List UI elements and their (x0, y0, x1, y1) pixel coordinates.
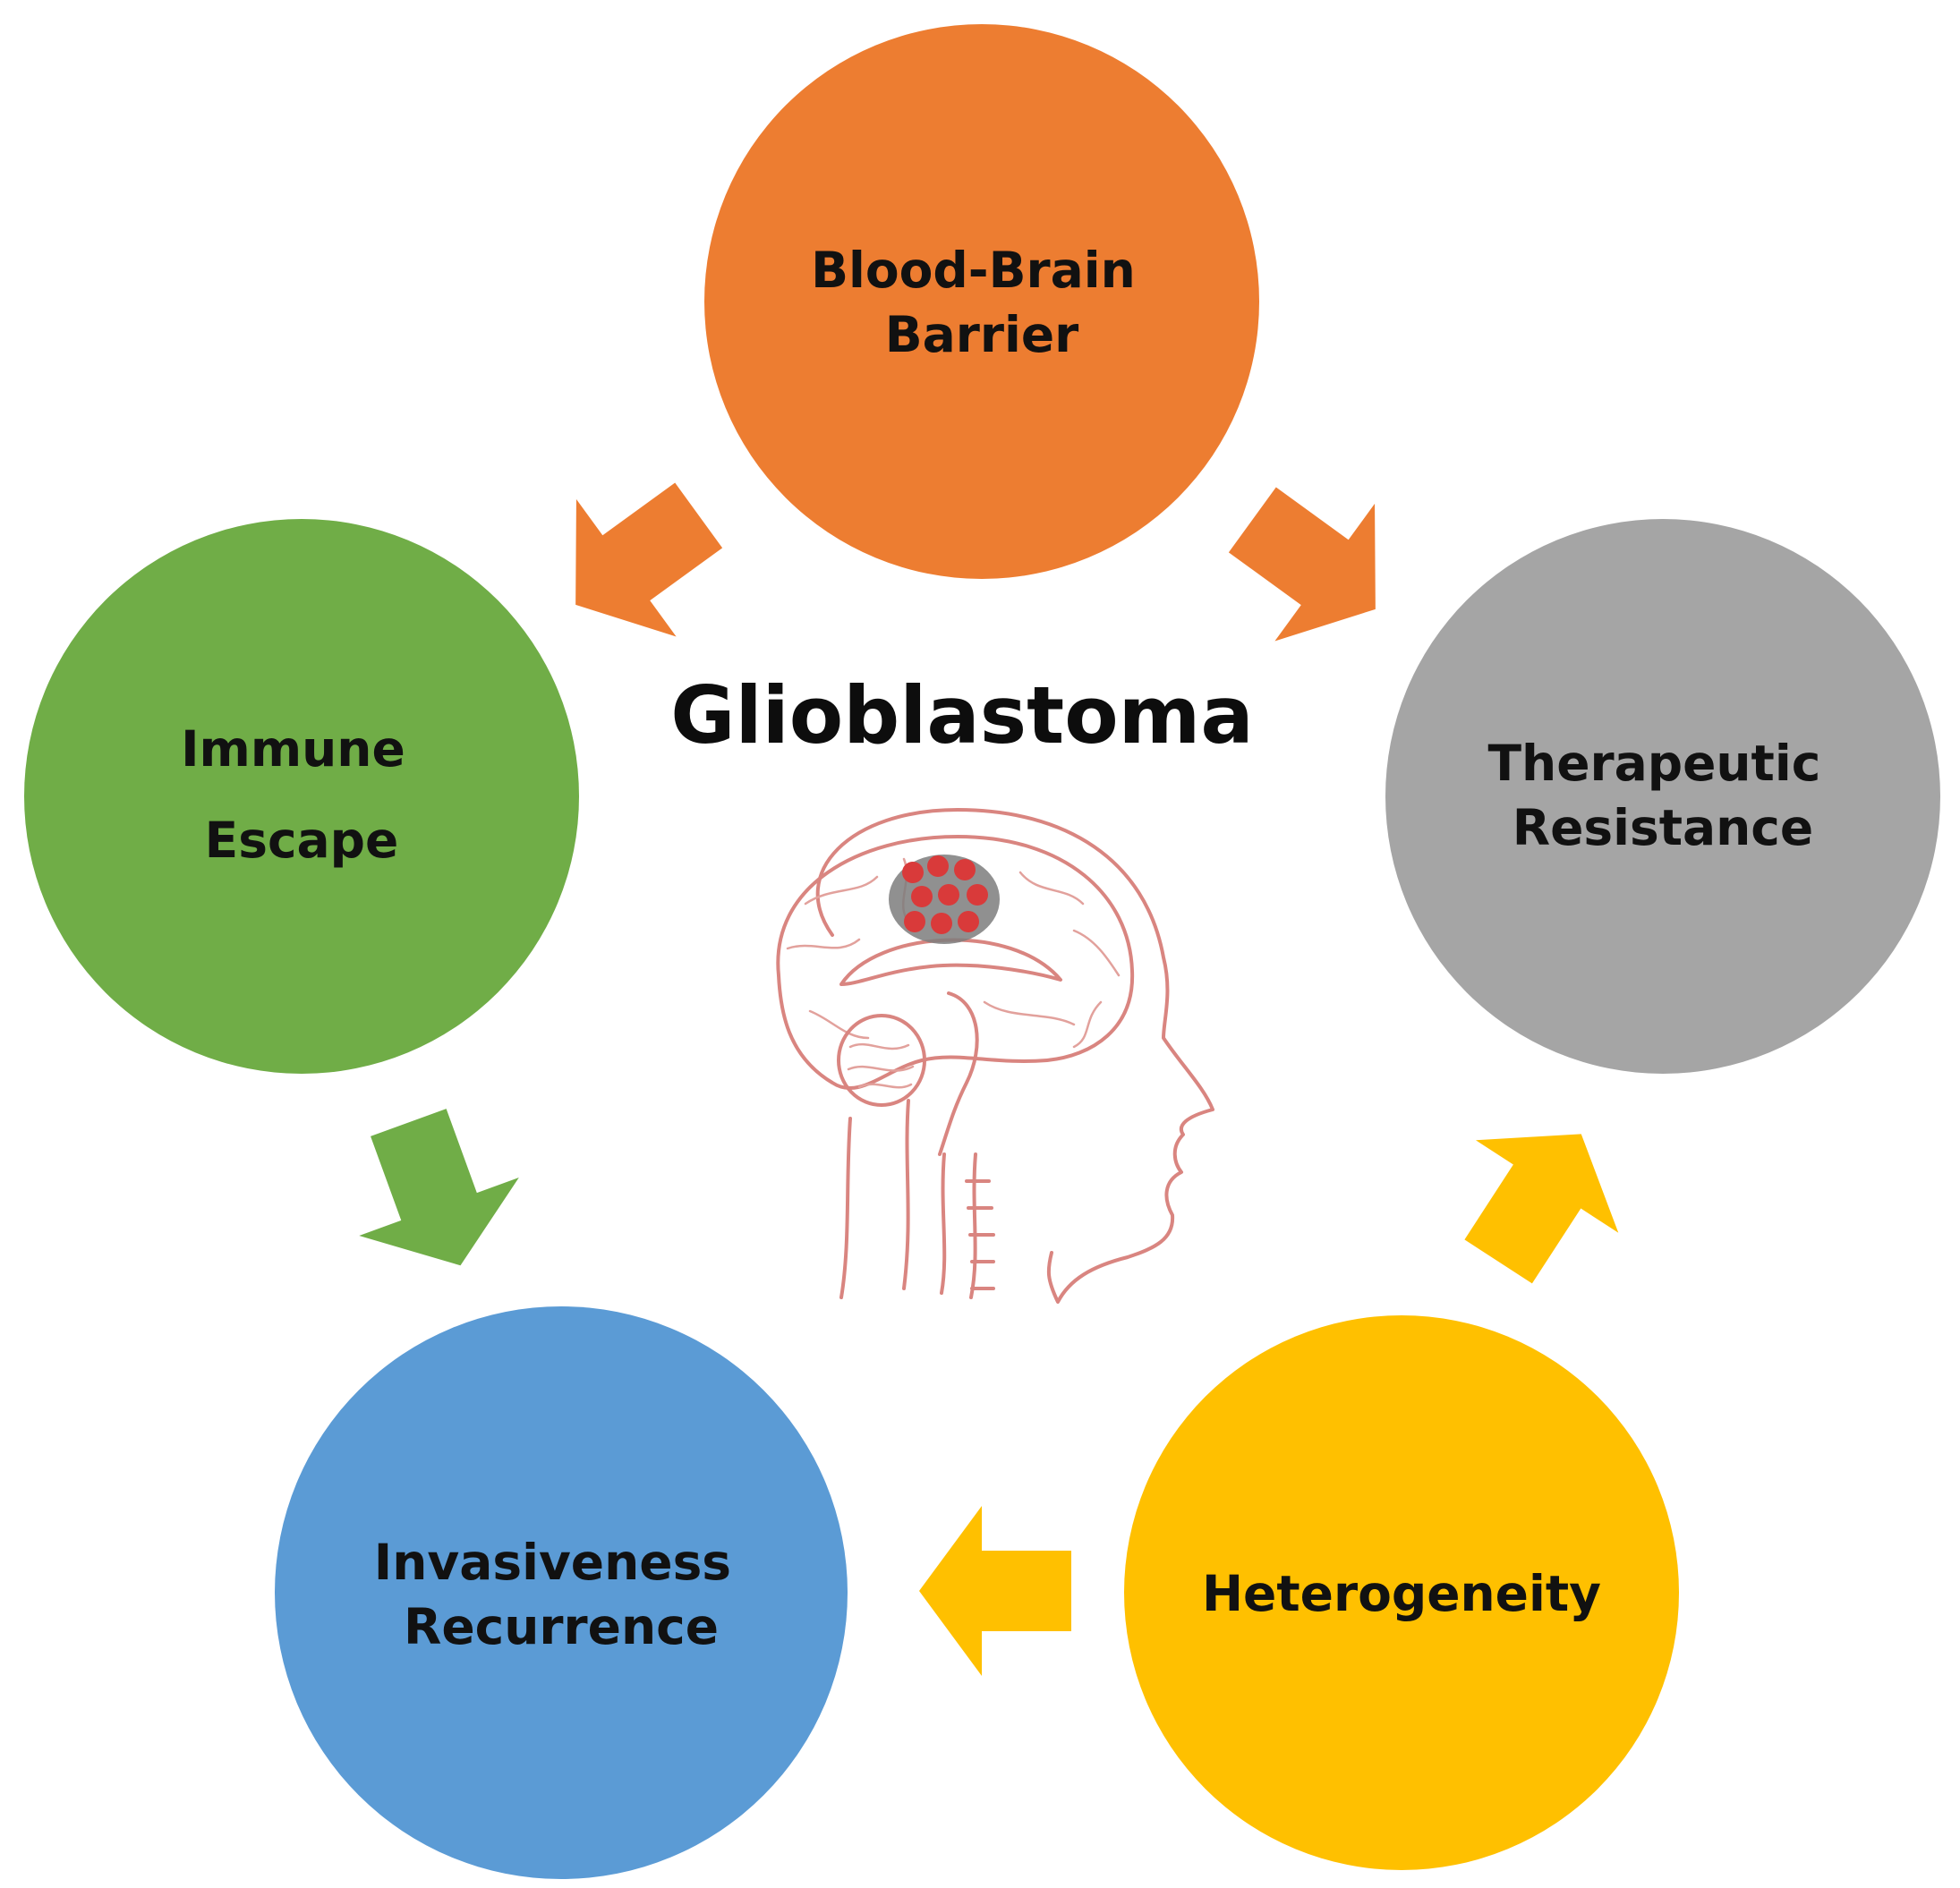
node-circle (275, 1306, 848, 1879)
tumor-cell (938, 884, 959, 906)
node-label-line: Blood-Brain (811, 242, 1136, 299)
cerebellum (837, 1014, 926, 1107)
svg-text:Therapeutic Resistance: Therapeutic Resistance (1488, 735, 1838, 856)
node-circle (24, 519, 579, 1074)
spine-vertebrae (839, 1117, 995, 1299)
svg-text:Blood-Brain Barrier: Blood-Brain Barrier (811, 242, 1153, 363)
arrow-heterogeneity-to-therapeutic-resistance (1464, 1134, 1619, 1284)
node-invasiveness-recurrence: Invasiveness Recurrence (275, 1306, 848, 1879)
node-circle (1385, 519, 1940, 1074)
tumor-cell (958, 911, 979, 932)
node-circle (1124, 1315, 1679, 1870)
node-label-line: Therapeutic (1488, 735, 1821, 792)
tumor-cell (967, 884, 988, 906)
brain-with-tumor-illustration (776, 808, 1214, 1304)
node-label-line: Resistance (1513, 799, 1813, 856)
tumor-cluster (889, 855, 1000, 944)
tumor-cell (902, 862, 924, 883)
tumor-cell (931, 913, 952, 934)
head-outline (815, 808, 1214, 1304)
tumor-cell (954, 859, 976, 880)
tumor-cell (911, 886, 933, 907)
arrow-shape (919, 1506, 1071, 1676)
node-label-line: Invasiveness (374, 1534, 731, 1591)
corpus-callosum (839, 938, 1062, 986)
node-immune-escape: Immune Escape (24, 519, 579, 1074)
tumor-cell (904, 911, 925, 932)
node-label-line: Heterogeneity (1202, 1565, 1601, 1622)
node-label-line: Recurrence (404, 1598, 719, 1655)
cerebellum-folds (847, 1042, 915, 1089)
node-label-line: Barrier (885, 306, 1079, 363)
spinal-cord (902, 1099, 947, 1295)
arrow-bbb-to-therapeutic-resistance (1228, 487, 1376, 642)
arrow-immune-escape-to-invasiveness (359, 1109, 519, 1266)
arrow-shape (1464, 1134, 1619, 1284)
node-circle (704, 24, 1259, 579)
tumor-cell (927, 855, 949, 877)
arrow-heterogeneity-to-invasiveness (919, 1506, 1071, 1676)
svg-text:Heterogeneity: Heterogeneity (1202, 1565, 1601, 1622)
arrow-bbb-to-immune-escape (575, 482, 723, 637)
svg-text:Invasiveness Recurrence: Invasiveness Recurrence (374, 1534, 748, 1655)
arrow-shape (1228, 487, 1376, 642)
node-label-line: Immune (181, 720, 405, 778)
brain-outline (776, 835, 1135, 1090)
node-blood-brain-barrier: Blood-Brain Barrier (704, 24, 1259, 579)
arrow-shape (575, 482, 723, 637)
brain-stem (938, 991, 979, 1156)
node-therapeutic-resistance: Therapeutic Resistance (1385, 519, 1940, 1074)
center-title: Glioblastoma (670, 669, 1254, 761)
svg-text:Immune Escape: Immune Escape (181, 720, 422, 869)
arrow-shape (359, 1109, 519, 1266)
node-label-line: Escape (205, 812, 399, 869)
node-heterogeneity: Heterogeneity (1124, 1315, 1679, 1870)
